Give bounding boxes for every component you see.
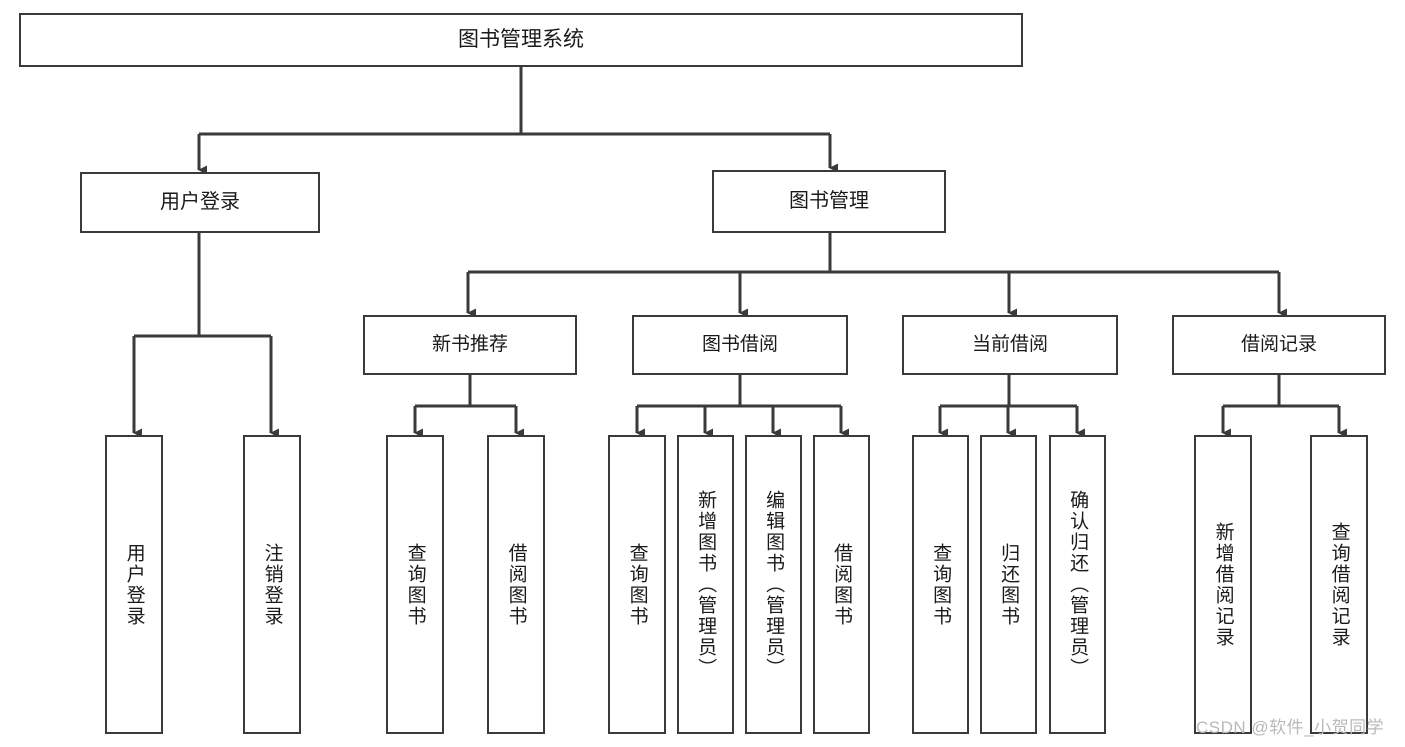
node-label-book-borrow: 图书借阅 xyxy=(701,334,778,356)
node-label-leaf-add-borrow-record: 新增借阅记录 xyxy=(1212,521,1234,648)
node-label-leaf-user-login: 用户登录 xyxy=(123,542,145,627)
node-leaf-user-login[interactable]: 用户登录 xyxy=(105,435,163,734)
node-leaf-edit-book[interactable]: 编辑图书（管理员） xyxy=(745,435,802,734)
node-label-root: 图书管理系统 xyxy=(458,28,584,52)
node-label-book-management: 图书管理 xyxy=(789,190,869,213)
node-new-book-recommend[interactable]: 新书推荐 xyxy=(363,315,577,375)
node-book-borrow[interactable]: 图书借阅 xyxy=(632,315,848,375)
node-label-borrow-record: 借阅记录 xyxy=(1240,334,1317,356)
node-label-current-borrow: 当前借阅 xyxy=(971,334,1048,356)
node-label-new-book-recommend: 新书推荐 xyxy=(431,334,508,356)
node-leaf-borrow-book[interactable]: 借阅图书 xyxy=(813,435,870,734)
node-current-borrow[interactable]: 当前借阅 xyxy=(902,315,1118,375)
node-leaf-confirm-return[interactable]: 确认归还（管理员） xyxy=(1049,435,1106,734)
node-leaf-query-book-recommend[interactable]: 查询图书 xyxy=(386,435,444,734)
node-leaf-borrow-book-recommend[interactable]: 借阅图书 xyxy=(487,435,545,734)
node-label-leaf-return-book: 归还图书 xyxy=(998,542,1020,627)
node-leaf-query-borrow-record[interactable]: 查询借阅记录 xyxy=(1310,435,1368,734)
node-label-leaf-query-borrow-record: 查询借阅记录 xyxy=(1328,521,1350,648)
node-label-leaf-borrow-book-recommend: 借阅图书 xyxy=(505,542,527,627)
node-label-leaf-edit-book: 编辑图书（管理员） xyxy=(763,490,785,679)
node-leaf-add-book[interactable]: 新增图书（管理员） xyxy=(677,435,734,734)
node-label-leaf-borrow-book: 借阅图书 xyxy=(831,542,853,627)
node-user-login[interactable]: 用户登录 xyxy=(80,172,320,233)
node-leaf-logout[interactable]: 注销登录 xyxy=(243,435,301,734)
node-leaf-query-book-borrow[interactable]: 查询图书 xyxy=(608,435,666,734)
node-leaf-query-book-current[interactable]: 查询图书 xyxy=(912,435,969,734)
node-label-user-login: 用户登录 xyxy=(160,191,240,214)
node-label-leaf-add-book: 新增图书（管理员） xyxy=(695,490,717,679)
node-leaf-return-book[interactable]: 归还图书 xyxy=(980,435,1037,734)
node-label-leaf-query-book-current: 查询图书 xyxy=(930,542,952,627)
node-borrow-record[interactable]: 借阅记录 xyxy=(1172,315,1386,375)
node-label-leaf-logout: 注销登录 xyxy=(261,542,283,627)
node-leaf-add-borrow-record[interactable]: 新增借阅记录 xyxy=(1194,435,1252,734)
watermark-text: CSDN @软件_小贺同学 xyxy=(1196,718,1385,737)
connector-lines xyxy=(132,67,1347,438)
node-label-leaf-query-book-borrow: 查询图书 xyxy=(626,542,648,627)
node-book-management[interactable]: 图书管理 xyxy=(712,170,946,233)
node-root[interactable]: 图书管理系统 xyxy=(19,13,1023,67)
node-label-leaf-query-book-recommend: 查询图书 xyxy=(404,542,426,627)
node-label-leaf-confirm-return: 确认归还（管理员） xyxy=(1067,490,1089,679)
